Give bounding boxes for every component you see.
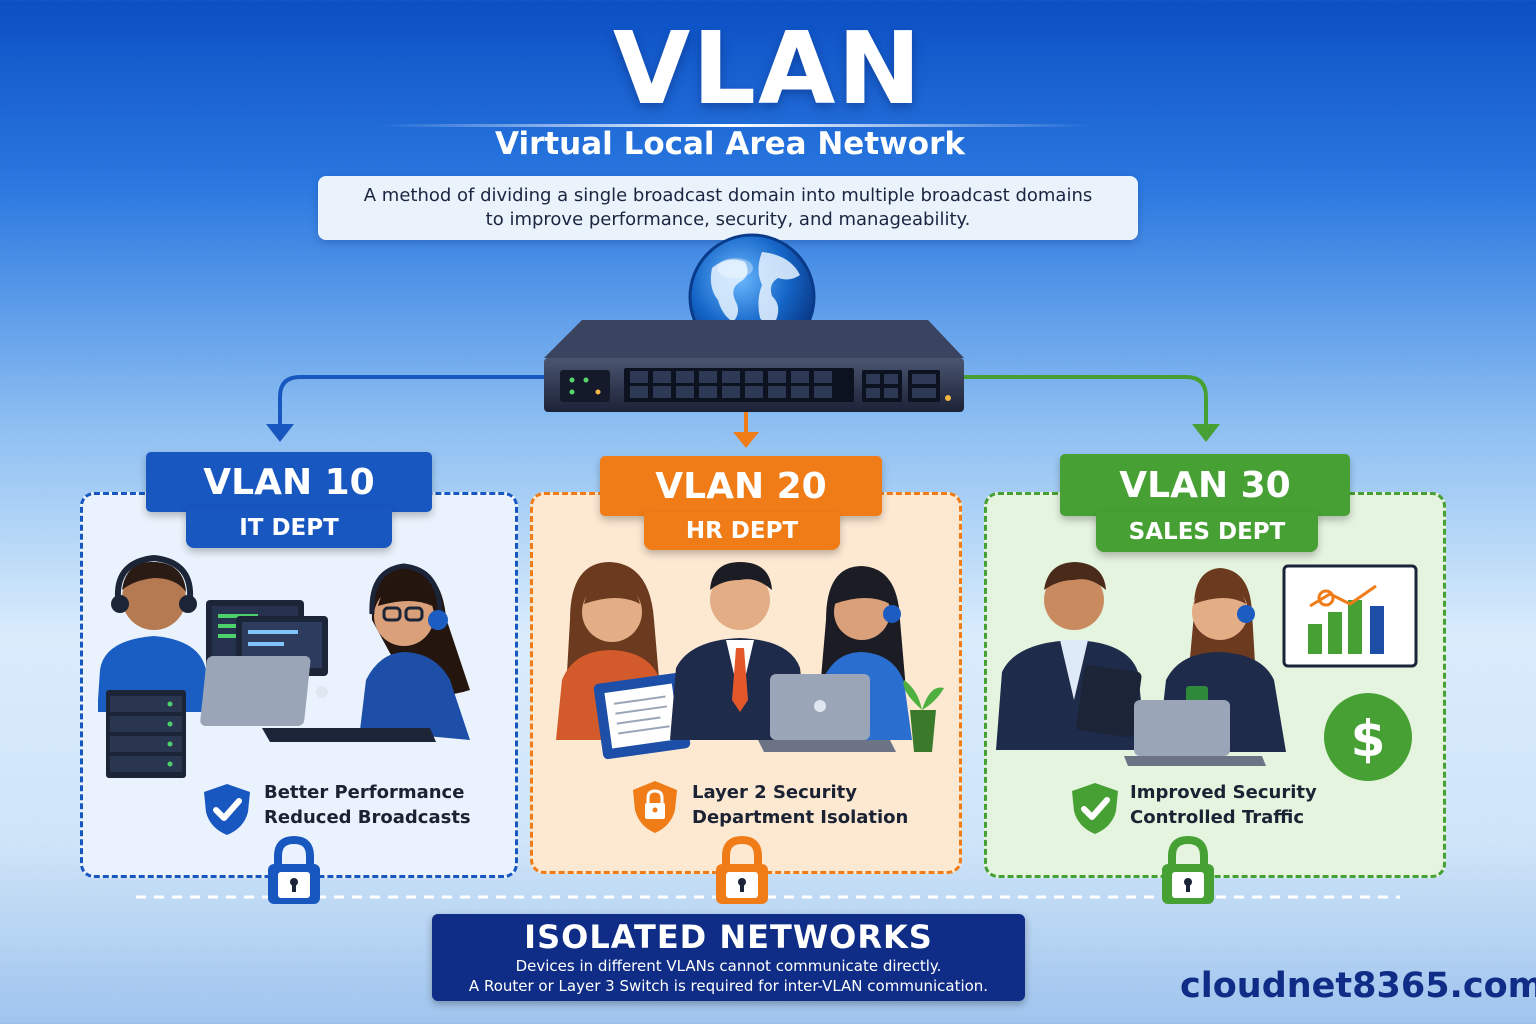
vlan30-features: Improved Security Controlled Traffic (1130, 780, 1317, 830)
title-divider (380, 124, 1090, 127)
network-switch-icon (544, 320, 964, 412)
description-line-2: to improve performance, security, and ma… (485, 209, 971, 230)
padlock-icon (716, 835, 768, 904)
shield-check-icon (204, 784, 250, 835)
vlan20-feature-2: Department Isolation (692, 807, 909, 828)
sales-dept-illustration: $ (996, 562, 1418, 781)
vlan10-feature-1: Better Performance (264, 782, 465, 803)
brand-url: cloudnet8365.com (1180, 966, 1536, 1006)
vlan10-badge: VLAN 10 (146, 452, 432, 512)
vlan20-badge: VLAN 20 (600, 456, 882, 516)
page-subtitle: Virtual Local Area Network (495, 126, 965, 162)
dollar-icon: $ (1351, 710, 1386, 768)
isolated-networks-title: ISOLATED NETWORKS (524, 918, 933, 956)
description-line-1: A method of dividing a single broadcast … (363, 185, 1093, 206)
vlan20-features: Layer 2 Security Department Isolation (692, 780, 908, 830)
vlan30-feature-2: Controlled Traffic (1130, 807, 1305, 828)
connector-vlan10 (266, 375, 548, 442)
vlan20-feature-1: Layer 2 Security (692, 782, 857, 803)
vlan30-feature-1: Improved Security (1130, 782, 1317, 803)
vlan10-dept-label: IT DEPT (186, 508, 392, 548)
vlan10-features: Better Performance Reduced Broadcasts (264, 780, 471, 830)
isolated-networks-box: ISOLATED NETWORKS Devices in different V… (432, 914, 1025, 1001)
connector-vlan20 (733, 410, 759, 448)
shield-check-icon (1072, 783, 1118, 834)
page-title: VLAN (612, 10, 924, 127)
vlan30-badge: VLAN 30 (1060, 454, 1350, 516)
isolated-networks-line-2: A Router or Layer 3 Switch is required f… (468, 977, 989, 995)
vlan20-dept-label: HR DEPT (644, 512, 840, 550)
connector-vlan30 (962, 375, 1220, 442)
vlan10-feature-2: Reduced Broadcasts (264, 807, 471, 828)
description-box: A method of dividing a single broadcast … (318, 176, 1138, 240)
padlock-icon (268, 835, 320, 904)
padlock-icon (1162, 835, 1214, 904)
shield-lock-icon (633, 781, 677, 833)
hr-dept-illustration (556, 562, 944, 760)
vlan30-dept-label: SALES DEPT (1096, 512, 1318, 552)
it-dept-illustration (98, 554, 470, 778)
isolated-networks-line-1: Devices in different VLANs cannot commun… (515, 957, 942, 975)
